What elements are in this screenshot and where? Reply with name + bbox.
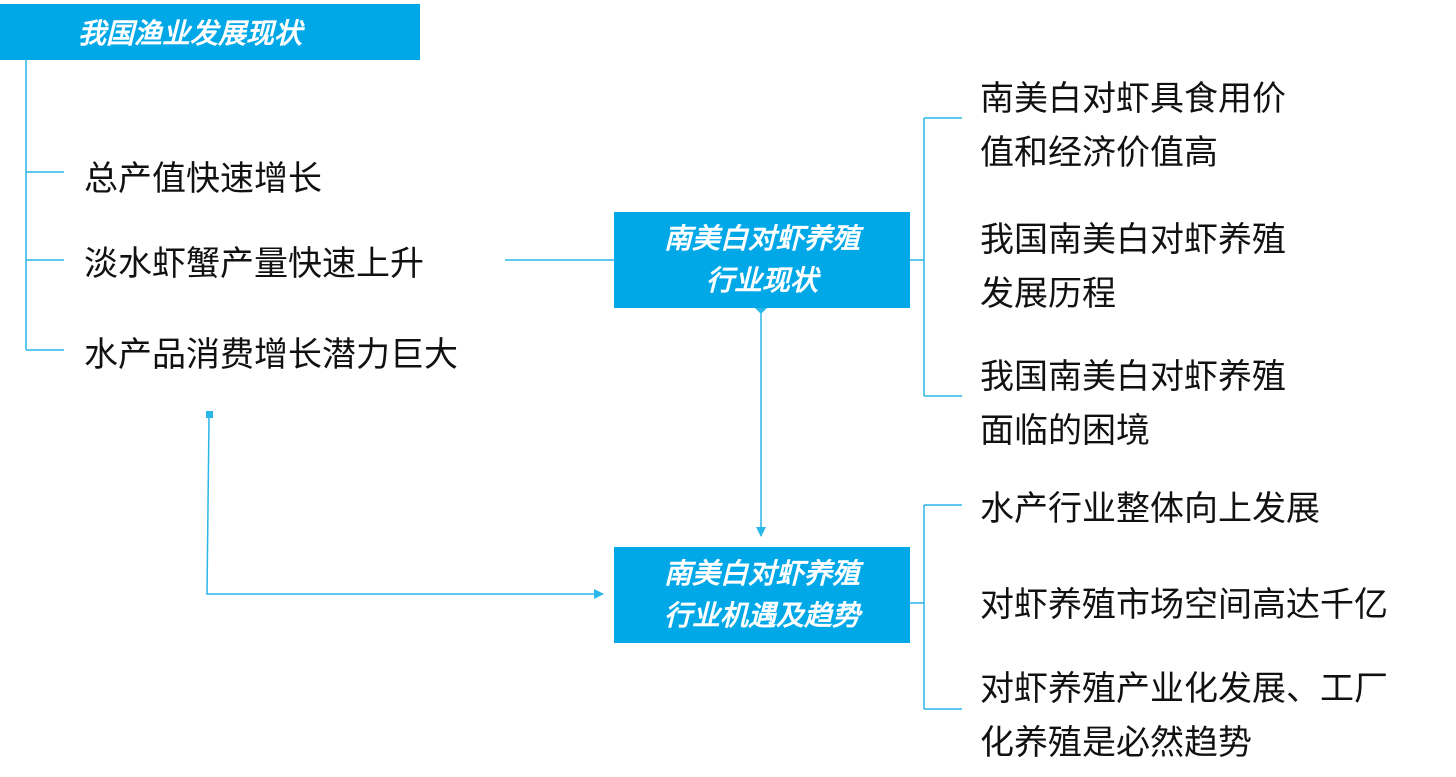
- right-top-item-2: 我国南美白对虾养殖 发展历程: [980, 220, 1286, 314]
- center-down-arrow-tail: [755, 308, 767, 314]
- left-to-bottom-arrow: [206, 417, 604, 599]
- title-text: 我国渔业发展现状: [78, 17, 303, 50]
- right-bottom-item-2: 对虾养殖市场空间高达千亿: [980, 585, 1388, 625]
- left-item-3: 水产品消费增长潜力巨大: [84, 335, 458, 375]
- left-item-1: 总产值快速增长: [84, 159, 322, 199]
- right-bottom-item-1: 水产行业整体向上发展: [980, 489, 1320, 529]
- left-item-2: 淡水虾蟹产量快速上升: [84, 244, 424, 284]
- right-bottom-item-3: 对虾养殖产业化发展、工厂 化养殖是必然趋势: [980, 669, 1388, 763]
- arrow-origin-marker: [206, 411, 213, 418]
- center-node-current-status: 南美白对虾养殖 行业现状: [614, 212, 910, 308]
- title-box: 我国渔业发展现状: [0, 4, 420, 60]
- right-top-item-1: 南美白对虾具食用价 值和经济价值高: [980, 79, 1286, 173]
- center-node-opportunities-trends: 南美白对虾养殖 行业机遇及趋势: [614, 547, 910, 643]
- right-top-item-3: 我国南美白对虾养殖 面临的困境: [980, 357, 1286, 451]
